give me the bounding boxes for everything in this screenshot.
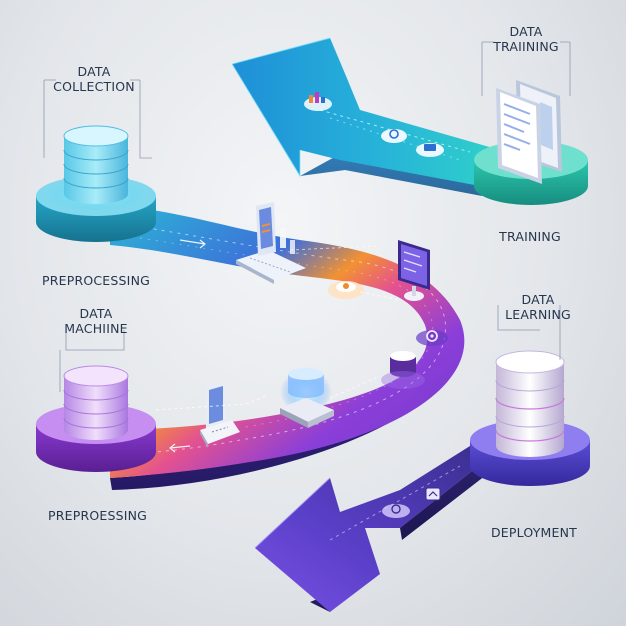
server-chip-icon: [280, 368, 334, 428]
label-training: TRAINING: [499, 229, 561, 244]
data-machine-node: [36, 365, 156, 472]
data-training-node: [474, 80, 588, 205]
callout-lines: [43, 41, 571, 392]
label-data-collection-line2: COLLECTION: [53, 79, 135, 94]
gear-icon: [416, 330, 448, 346]
laptop-icon: [236, 202, 306, 284]
database-icon: [63, 365, 129, 440]
label-data-collection-line1: DATA: [77, 64, 111, 79]
monitor-icon: [416, 143, 444, 157]
data-learning-node: [470, 350, 590, 486]
label-data-machine-line1: DATA: [79, 306, 113, 321]
chart-icon: [328, 281, 364, 299]
gear-icon: [381, 129, 407, 143]
document-panel-icon: [496, 80, 562, 184]
bottom-return-arrow: [254, 446, 490, 612]
label-data-collection: DATA COLLECTION: [48, 64, 140, 94]
chart-icon: [304, 92, 332, 111]
document-panel-icon: [200, 380, 240, 448]
label-data-training-line2: TRAIINING: [493, 39, 559, 54]
top-return-arrow: [231, 37, 500, 196]
label-data-learning-line2: LEARNING: [505, 307, 571, 322]
monitor-icon: [398, 240, 430, 301]
database-icon: [63, 125, 129, 204]
database-icon: [495, 350, 565, 457]
label-data-learning: DATA LEARNING: [494, 292, 582, 322]
label-data-machine: DATA MACHIINE: [50, 306, 142, 336]
label-data-machine-line2: MACHIINE: [64, 321, 128, 336]
label-preprocessing-bottom: PREPROESSING: [48, 508, 148, 523]
label-data-learning-line1: DATA: [521, 292, 555, 307]
label-preprocessing-top: PREPROCESSING: [42, 273, 151, 288]
data-collection-node: [36, 125, 156, 242]
cloud-icon: [381, 351, 425, 389]
label-data-training-line1: DATA: [509, 24, 543, 39]
label-deployment: DEPLOYMENT: [490, 525, 578, 540]
label-data-training: DATA TRAIINING: [486, 24, 566, 54]
document-panel-icon: [382, 487, 441, 518]
